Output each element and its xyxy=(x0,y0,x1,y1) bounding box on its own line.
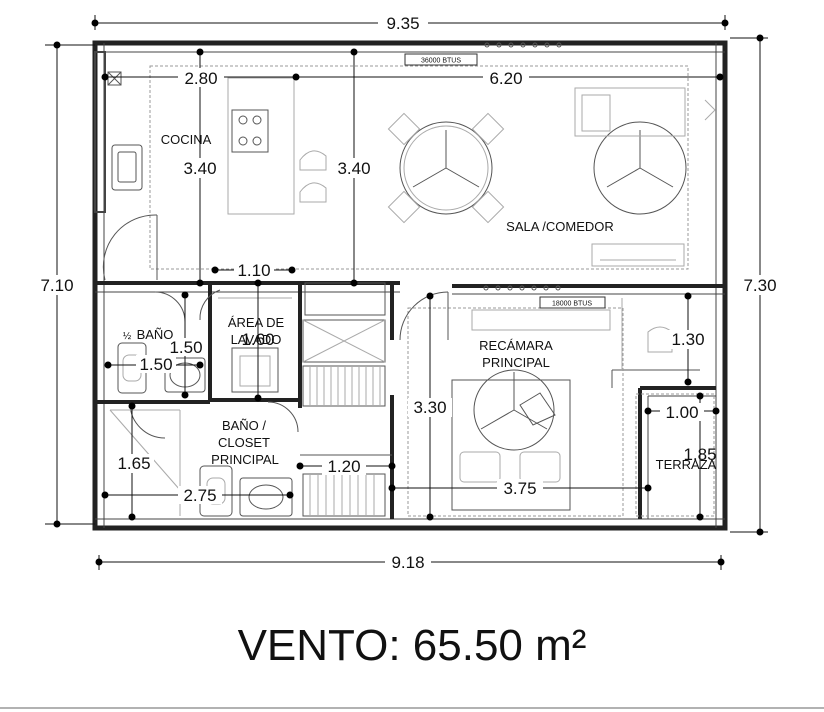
dim-closet-width: 2.75 xyxy=(183,486,216,505)
dim-bedroom-height: 3.30 xyxy=(413,398,446,417)
window-markers xyxy=(483,42,562,291)
dim-half-bath-width: 1.50 xyxy=(139,355,172,374)
dim-closet-right-height: 1.30 xyxy=(671,330,704,349)
dim-right-height: 7.30 xyxy=(743,276,776,295)
room-closet-label-3: PRINCIPAL xyxy=(211,452,279,467)
dim-bottom-width: 9.18 xyxy=(391,553,424,572)
laundry-fixtures xyxy=(218,297,292,393)
dim-left-height: 7.10 xyxy=(40,276,73,295)
dim-living-width: 6.20 xyxy=(489,69,522,88)
ac-bedroom-label: 18000 BTUS xyxy=(552,301,592,308)
room-terrace-label: TERRAZA xyxy=(656,457,717,472)
bedroom-fixtures xyxy=(451,298,673,511)
ac-units: 36000 BTUS 18000 BTUS xyxy=(404,53,606,309)
room-bedroom-label-1: RECÁMARA xyxy=(479,338,553,353)
dim-hall-width: 1.20 xyxy=(327,457,360,476)
dim-laundry-width: 1.10 xyxy=(237,261,270,280)
stair-block xyxy=(302,282,386,517)
room-kitchen-label: COCINA xyxy=(161,132,212,147)
ac-living-label: 36000 BTUS xyxy=(421,58,461,65)
room-closet-label-1: BAÑO / xyxy=(222,418,266,433)
interior-walls xyxy=(94,51,725,519)
dim-kitchen-width: 2.80 xyxy=(184,69,217,88)
dim-laundry-height: 1.60 xyxy=(241,330,274,349)
room-living-label: SALA /COMEDOR xyxy=(506,219,614,234)
kitchen-fixtures xyxy=(107,71,327,215)
dim-closet-height: 1.65 xyxy=(117,454,150,473)
dining-table-right xyxy=(574,87,687,267)
dim-living-height: 3.40 xyxy=(337,159,370,178)
room-closet-label-2: CLOSET xyxy=(218,435,270,450)
room-bedroom-label-2: PRINCIPAL xyxy=(482,355,550,370)
room-half-bath-fraction: ½ xyxy=(123,331,132,342)
room-half-bath-label: BAÑO xyxy=(137,327,174,342)
room-labels: COCINA SALA /COMEDOR ½ BAÑO ÁREA DE LAVA… xyxy=(123,132,717,472)
dim-bedroom-width: 3.75 xyxy=(503,479,536,498)
dim-kitchen-height: 3.40 xyxy=(183,159,216,178)
dimension-labels: 9.35 9.18 7.10 7.30 2.80 6.20 3.40 3.40 … xyxy=(34,13,782,572)
dining-table-left xyxy=(387,112,505,224)
dimension-markers xyxy=(53,19,764,566)
dim-top-width: 9.35 xyxy=(386,14,419,33)
room-laundry-label-1: ÁREA DE xyxy=(228,315,285,330)
dim-half-bath-height: 1.50 xyxy=(169,338,202,357)
room-laundry-label-2: LAVADO xyxy=(231,332,282,347)
area-caption: VENTO: 65.50 m² xyxy=(238,621,587,670)
dim-terrace-height: 1.85 xyxy=(683,445,716,464)
dim-terrace-width: 1.00 xyxy=(665,403,698,422)
